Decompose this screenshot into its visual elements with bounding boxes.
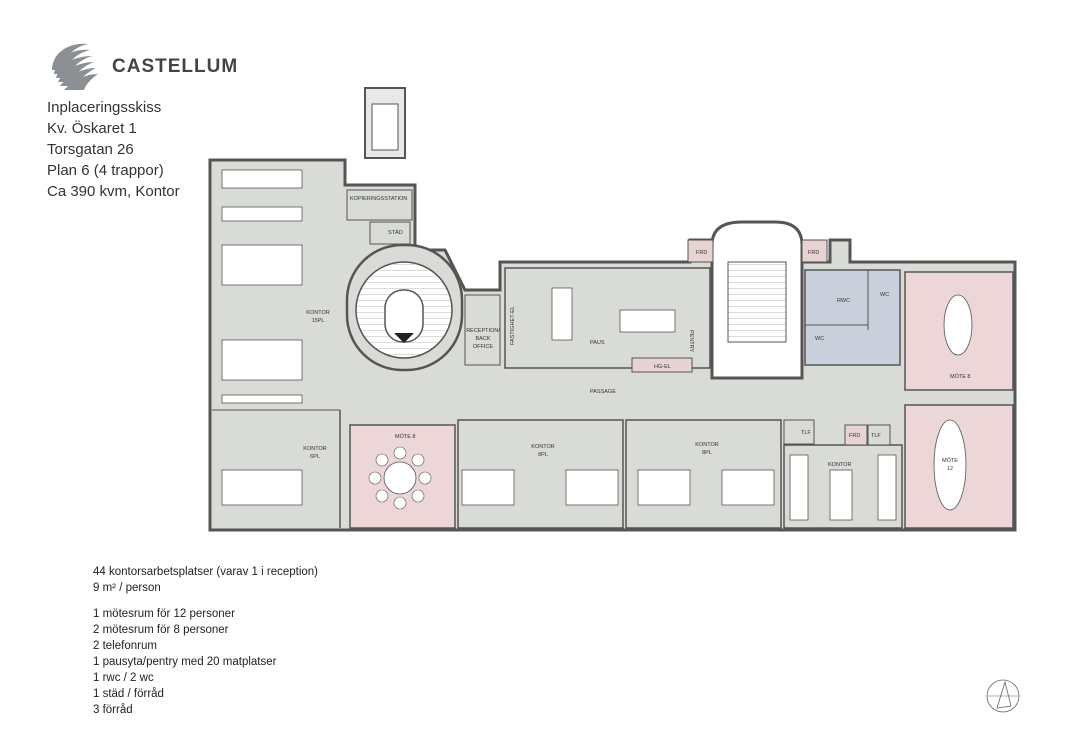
summary-line: 2 telefonrum	[93, 640, 157, 652]
desks-kontor-6	[221, 469, 303, 506]
summary-line: 2 mötesrum för 8 personer	[93, 624, 229, 636]
plan-info: Inplaceringsskiss Kv. Öskaret 1 Torsgata…	[47, 97, 180, 202]
floor-plan: KONTOR 15PL KOPIERINGSSTATION STÄD RECEP…	[208, 87, 1017, 532]
table-mote-8-right	[943, 294, 973, 356]
label-hg-el: HG-EL	[654, 364, 671, 370]
desks-kontor-8	[461, 454, 897, 521]
label-rwc: RWC	[837, 298, 850, 304]
room-tlf-2	[867, 424, 891, 446]
summary-line: 9 m² / person	[93, 582, 161, 594]
label-kontor-6-sub: 6PL	[310, 454, 320, 460]
room-hg-el	[631, 357, 693, 373]
castellum-logo-icon	[52, 43, 98, 90]
label-wc-1: WC	[880, 292, 889, 298]
label-kontor-8a-sub: 8PL	[538, 452, 548, 458]
label-kopiering: KOPIERINGSSTATION	[350, 196, 407, 202]
room-paus	[504, 267, 711, 369]
room-frd-1	[687, 239, 714, 263]
table-mote-8-left	[383, 461, 417, 495]
room-frd-2	[801, 239, 828, 263]
table-mote-12	[933, 419, 967, 511]
info-line: Ca 390 kvm, Kontor	[47, 183, 180, 200]
label-tlf-1: TLF	[801, 430, 811, 436]
label-frd-1: FRD	[696, 250, 707, 256]
label-kontor-15: KONTOR	[306, 310, 329, 316]
label-stad: STÄD	[388, 229, 403, 236]
label-kontor-8a: KONTOR	[531, 444, 554, 450]
label-reception-2: BACK	[476, 336, 491, 342]
label-reception-3: OFFICE	[473, 344, 493, 350]
room-reception	[464, 294, 501, 366]
label-pentry: PENTRY	[688, 330, 694, 353]
label-mote-8-right: MÖTE 8	[950, 373, 970, 380]
info-line: Inplaceringsskiss	[47, 99, 162, 116]
label-paus: PAUS	[590, 340, 605, 346]
brand-name: CASTELLUM	[112, 56, 239, 77]
label-passage: PASSAGE	[590, 389, 616, 395]
label-mote-8-left: MÖTE 8	[395, 433, 415, 440]
label-wc-2: WC	[815, 336, 824, 342]
summary-line: 3 förråd	[93, 704, 133, 716]
room-stad	[369, 221, 411, 245]
label-kontor-8b: KONTOR	[695, 442, 718, 448]
summary: 44 kontorsarbetsplatser (varav 1 i recep…	[93, 564, 318, 718]
summary-line: 1 mötesrum för 12 personer	[93, 608, 235, 620]
room-rwc	[804, 269, 901, 366]
label-kontor-small: KONTOR	[828, 462, 851, 468]
label-kontor-6: KONTOR	[303, 446, 326, 452]
label-reception: RECEPTION/	[466, 328, 500, 334]
summary-line: 1 städ / förråd	[93, 688, 164, 700]
room-tlf-1	[783, 419, 815, 445]
info-line: Torsgatan 26	[47, 141, 134, 158]
paus-tables	[551, 287, 676, 341]
label-fastighet: FASTIGHET-EL	[510, 306, 516, 345]
room-mote-8-left	[349, 424, 456, 529]
summary-line: 1 rwc / 2 wc	[93, 672, 154, 684]
desks-kontor-15	[221, 169, 303, 404]
info-line: Plan 6 (4 trappor)	[47, 162, 164, 179]
label-mote-12-sub: 12	[947, 466, 953, 472]
summary-line: 1 pausyta/pentry med 20 matplatser	[93, 656, 277, 668]
compass-icon	[986, 679, 1020, 713]
label-mote-12: MÖTE	[942, 457, 958, 464]
label-kontor-15-sub: 15PL	[312, 318, 325, 324]
label-frd-3: FRD	[849, 433, 860, 439]
label-frd-2: FRD	[808, 250, 819, 256]
info-line: Kv. Öskaret 1	[47, 120, 137, 137]
room-frd-3	[844, 424, 868, 446]
label-kontor-8b-sub: 8PL	[702, 450, 712, 456]
down-arrow-icon	[394, 333, 414, 343]
summary-line: 44 kontorsarbetsplatser (varav 1 i recep…	[93, 566, 318, 578]
room-kopiering	[346, 189, 413, 221]
label-tlf-2: TLF	[871, 433, 881, 439]
